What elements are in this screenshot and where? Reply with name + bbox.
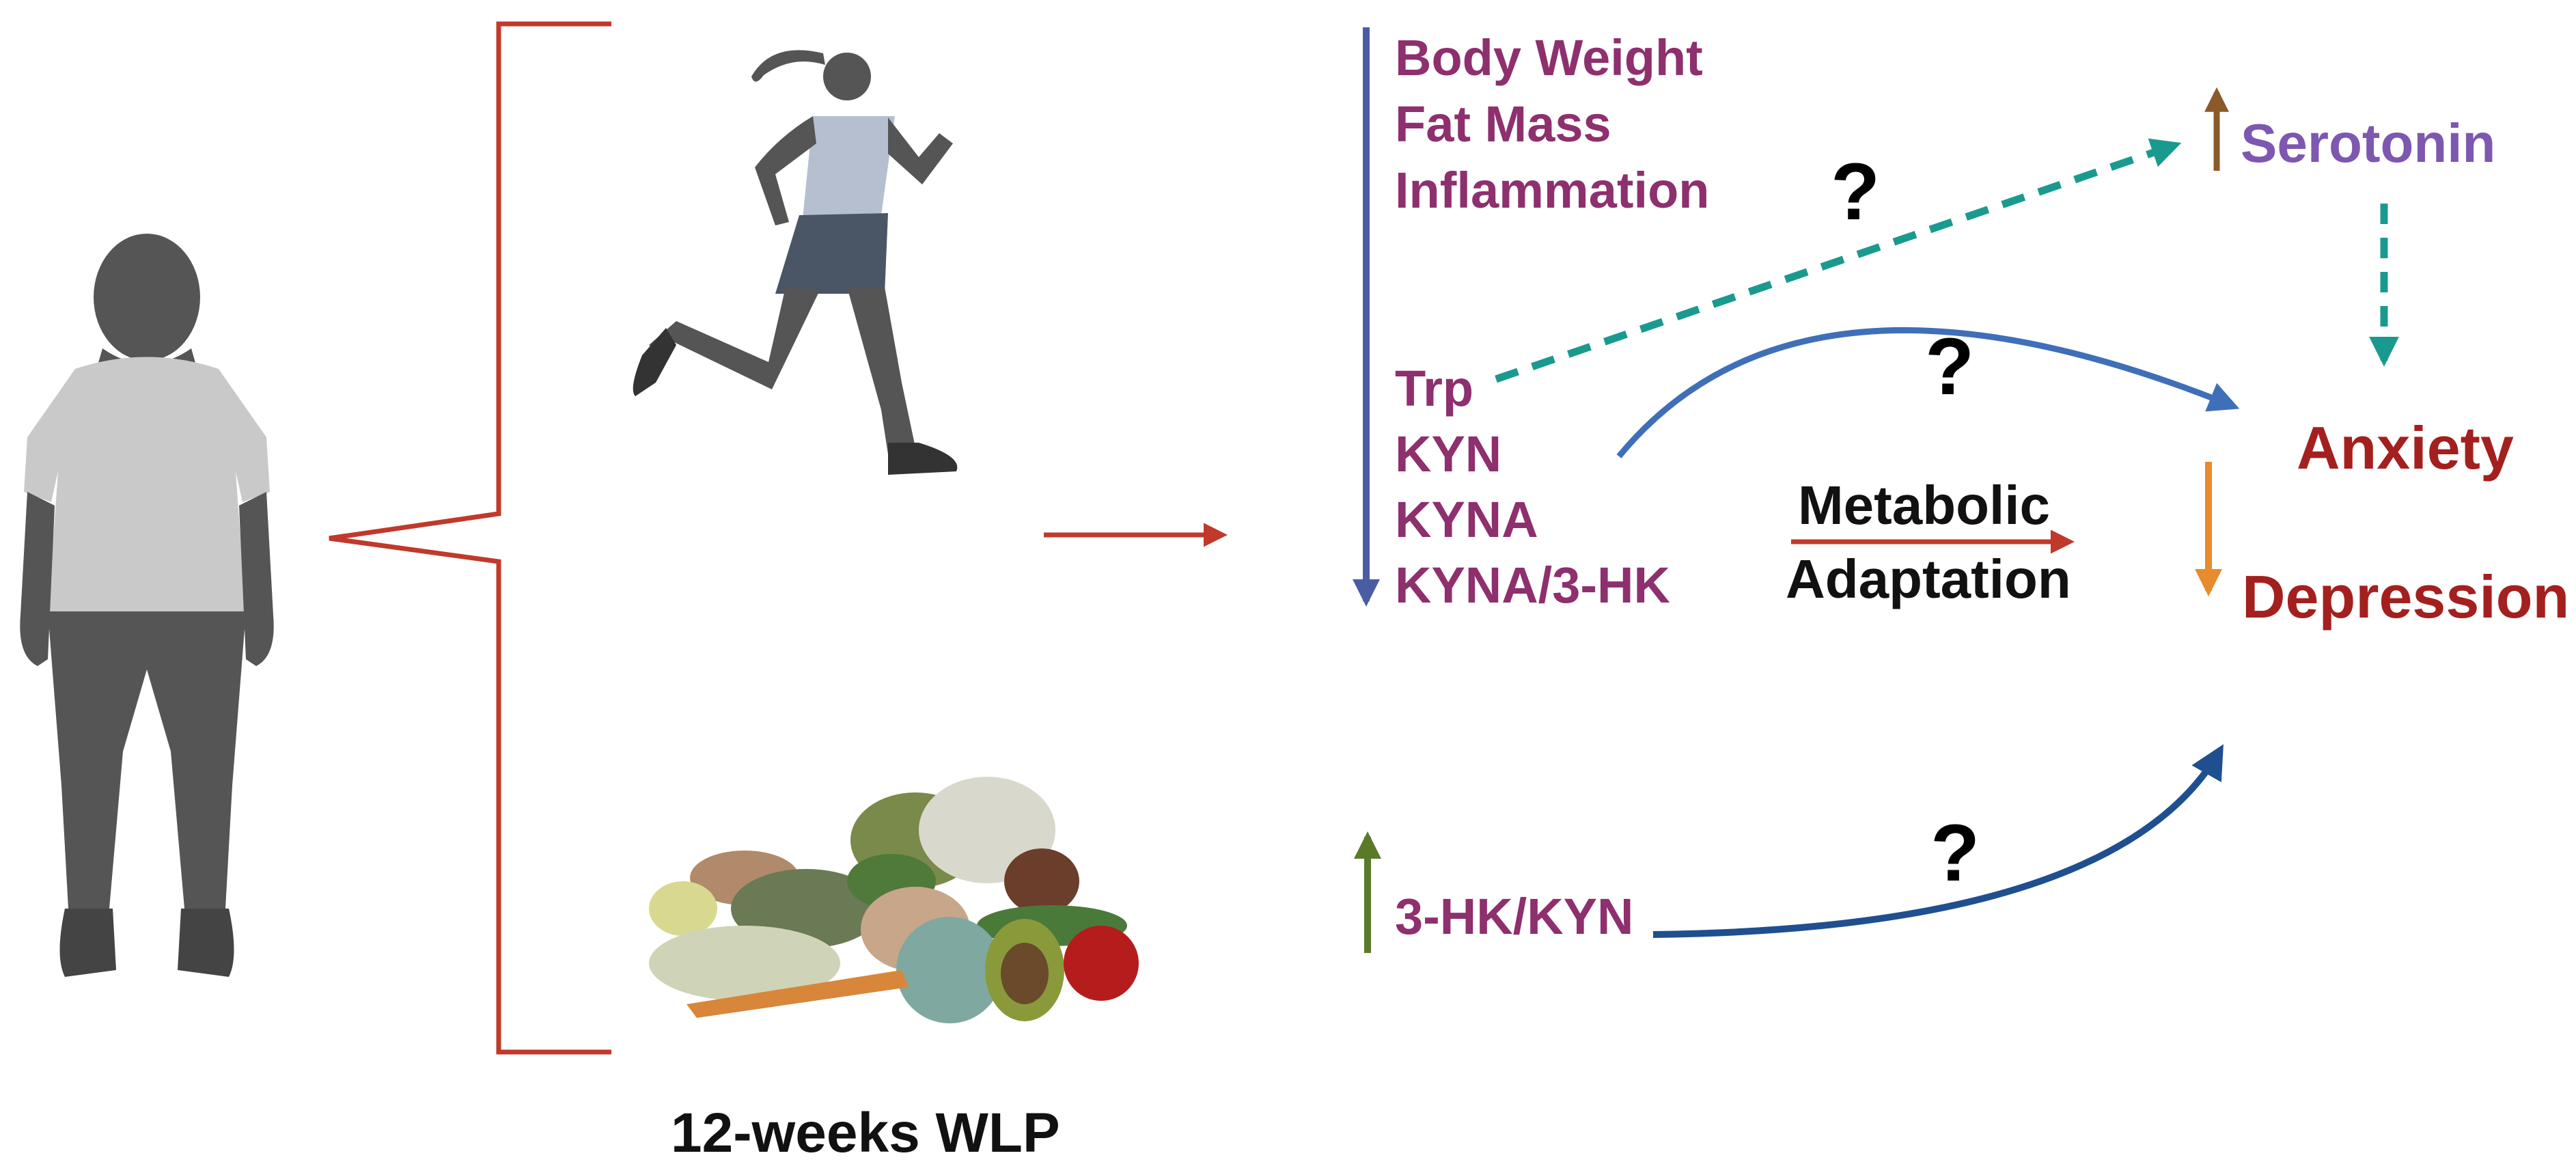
question-mark: ? (1925, 322, 1975, 412)
person-silhouette-icon (20, 234, 274, 977)
label-metabolic: Metabolic (1798, 475, 2050, 536)
label-3hk-kyn: 3-HK/KYN (1395, 888, 1634, 945)
runner-icon (633, 50, 958, 475)
question-mark: ? (1930, 808, 1980, 898)
label-inflammation: Inflammation (1395, 162, 1710, 219)
label-serotonin: Serotonin (2241, 113, 2496, 174)
label-adaptation: Adaptation (1786, 549, 2071, 609)
trp-to-serotonin-arrow (1495, 138, 2182, 383)
label-fat-mass: Fat Mass (1395, 96, 1611, 152)
label-anxiety: Anxiety (2297, 414, 2514, 482)
hk-to-depression-arrow (1652, 744, 2224, 938)
label-depression: Depression (2242, 563, 2570, 631)
label-kyna-3hk: KYNA/3-HK (1395, 557, 1670, 613)
program-bracket (329, 21, 611, 1055)
question-mark: ? (1831, 147, 1881, 237)
caption-wlp: 12-weeks WLP (671, 1102, 1060, 1164)
label-kyna: KYNA (1395, 491, 1538, 548)
vegetables-icon (649, 777, 1139, 1023)
label-body-weight: Body Weight (1395, 29, 1703, 86)
kyn-to-anxiety-arrow (1616, 327, 2240, 458)
label-trp: Trp (1395, 360, 1474, 417)
label-kyn: KYN (1395, 426, 1502, 482)
